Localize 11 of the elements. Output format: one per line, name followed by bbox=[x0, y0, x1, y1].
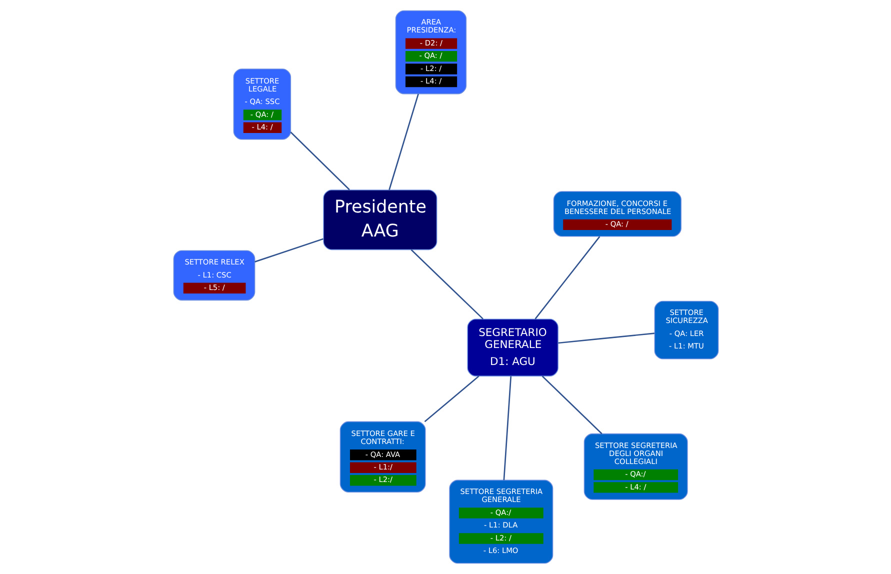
connector bbox=[502, 376, 512, 480]
connector bbox=[534, 236, 600, 320]
connector bbox=[388, 94, 418, 190]
connector bbox=[558, 332, 654, 344]
connector bbox=[424, 376, 479, 422]
connector bbox=[541, 376, 602, 434]
connector bbox=[254, 238, 323, 262]
node-box: Presidente AAG bbox=[322, 190, 437, 250]
connector bbox=[410, 249, 483, 320]
node-box: SEGRETARIO GENERALE D1: AGU bbox=[466, 318, 558, 376]
connector bbox=[290, 132, 350, 190]
